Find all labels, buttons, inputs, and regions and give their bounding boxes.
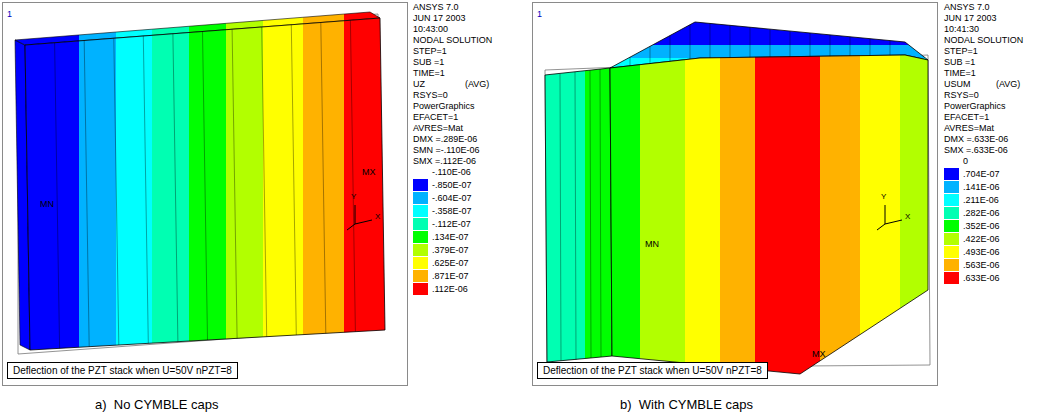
legend-value: .134E-07: [432, 233, 469, 242]
solution-info: EFACET=1: [944, 113, 989, 122]
legend-swatch: [413, 257, 428, 269]
legend-swatch: [944, 194, 959, 206]
window-number: 1: [537, 9, 542, 19]
min-marker: MN: [645, 240, 659, 249]
legend-swatch: [413, 231, 428, 243]
solution-info: JUN 17 2003: [944, 14, 997, 23]
max-marker: MX: [362, 168, 376, 177]
legend-swatch: [944, 246, 959, 258]
solution-info: (AVG): [465, 80, 489, 89]
legend-value: .352E-06: [963, 222, 1000, 231]
legend-value: .493E-06: [963, 248, 1000, 257]
plot-title: Deflection of the PZT stack when U=50V n…: [543, 365, 762, 376]
axis-label: Y: [351, 193, 356, 201]
solution-info: PowerGraphics: [413, 102, 475, 111]
solution-info: SMN =-.110E-06: [413, 146, 480, 155]
solution-info: 10:43:00: [413, 25, 448, 34]
solution-info: JUN 17 2003: [413, 14, 466, 23]
legend-swatch: [413, 270, 428, 282]
legend-swatch: [413, 218, 428, 230]
solution-info: 10:41:30: [944, 25, 979, 34]
solution-info: RSYS=0: [944, 91, 979, 100]
solution-info: STEP=1: [944, 47, 978, 56]
legend-value: .282E-06: [963, 209, 1000, 218]
legend-value: -.604E-07: [432, 194, 472, 203]
solution-info: SUB =1: [944, 58, 975, 67]
plot-title: Deflection of the PZT stack when U=50V n…: [13, 365, 232, 376]
solution-info: RSYS=0: [413, 91, 448, 100]
pzt-stack-a: [15, 12, 385, 354]
axis-label: X: [905, 213, 910, 221]
solution-info: NODAL SOLUTION: [944, 36, 1023, 45]
legend-swatch: [944, 168, 959, 180]
axis-label: Y: [881, 193, 886, 201]
axis-triad: [347, 205, 372, 230]
subfigure-caption: a) No CYMBLE caps: [95, 398, 219, 411]
legend-value: .422E-06: [963, 235, 1000, 244]
axis-triad: [877, 205, 902, 230]
solution-info: DMX =.633E-06: [944, 135, 1008, 144]
legend-swatch: [413, 283, 428, 295]
legend-minimum: 0: [963, 157, 968, 166]
legend-swatch: [944, 272, 959, 284]
min-marker: MN: [40, 200, 54, 209]
legend-value: -.358E-07: [432, 207, 472, 216]
solution-info: USUM: [944, 80, 971, 89]
solution-info: DMX =.289E-06: [413, 135, 477, 144]
solution-info: UZ: [413, 80, 425, 89]
caption-box: Deflection of the PZT stack when U=50V n…: [537, 362, 768, 379]
max-marker: MX: [812, 350, 826, 359]
legend-value: .211E-06: [963, 196, 999, 205]
solution-info: NODAL SOLUTION: [413, 36, 492, 45]
legend-value: -.112E-07: [432, 220, 471, 229]
legend-swatch: [413, 244, 428, 256]
solution-info: PowerGraphics: [944, 102, 1006, 111]
axis-label: X: [375, 213, 380, 221]
solution-info: (AVG): [996, 80, 1020, 89]
legend-minimum: -.110E-06: [432, 168, 471, 177]
legend-value: .112E-06: [432, 285, 468, 294]
caption-box: Deflection of the PZT stack when U=50V n…: [7, 362, 238, 379]
legend-value: .625E-07: [432, 259, 469, 268]
subfigure-caption: b) With CYMBLE caps: [620, 398, 753, 411]
legend-swatch: [413, 192, 428, 204]
legend-swatch: [944, 220, 959, 232]
legend-value: .704E-07: [963, 170, 1000, 179]
legend-value: .563E-06: [963, 261, 1000, 270]
solution-info: SUB =1: [413, 58, 444, 67]
legend-value: .379E-07: [432, 246, 469, 255]
legend-swatch: [944, 207, 959, 219]
legend-value: .871E-07: [432, 272, 469, 281]
legend-swatch: [944, 233, 959, 245]
solution-info: SMX =.633E-06: [944, 146, 1008, 155]
window-number: 1: [7, 9, 12, 19]
solution-info: STEP=1: [413, 47, 447, 56]
legend-value: -.850E-07: [432, 181, 472, 190]
plot-window: 1Deflection of the PZT stack when U=50V …: [532, 2, 938, 386]
legend-value: .141E-06: [963, 183, 1000, 192]
solution-info: EFACET=1: [413, 113, 458, 122]
legend-swatch: [944, 259, 959, 271]
solution-info: AVRES=Mat: [413, 124, 463, 133]
solution-info: AVRES=Mat: [944, 124, 994, 133]
plot-window: 1Deflection of the PZT stack when U=50V …: [2, 2, 408, 386]
legend-swatch: [413, 179, 428, 191]
solution-info: SMX =.112E-06: [413, 157, 476, 166]
pzt-stack-b: [545, 22, 930, 374]
legend-swatch: [944, 181, 959, 193]
solution-info: ANSYS 7.0: [944, 3, 990, 12]
solution-info: ANSYS 7.0: [413, 3, 459, 12]
legend-value: .633E-06: [963, 274, 1000, 283]
legend-swatch: [413, 205, 428, 217]
solution-info: TIME=1: [413, 69, 445, 78]
solution-info: TIME=1: [944, 69, 976, 78]
